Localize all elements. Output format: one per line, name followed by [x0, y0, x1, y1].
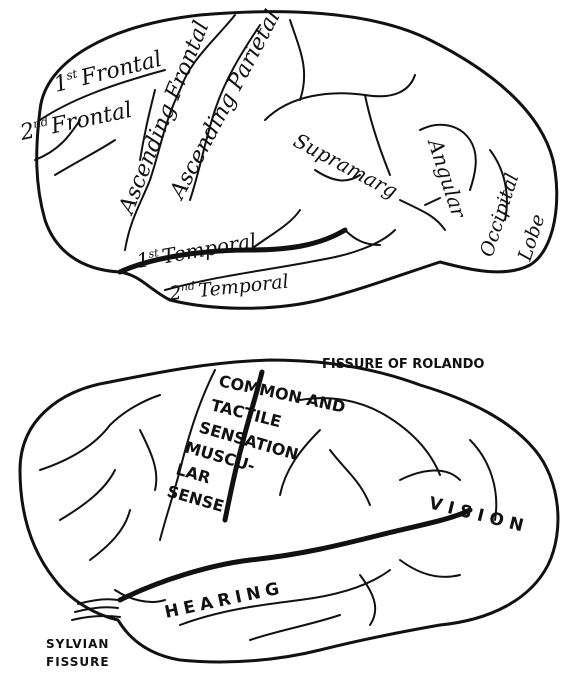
label-sense: SENSE [165, 482, 226, 516]
label-fissure-of-rolando: FISSURE OF ROLANDO [322, 357, 484, 372]
label-sylvian: SYLVIAN [46, 637, 109, 651]
label-lar: LAR [174, 460, 213, 488]
label-vision: VISION [427, 493, 532, 537]
label-hearing: HEARING [163, 578, 286, 623]
label-fissure: FISSURE [46, 655, 110, 669]
